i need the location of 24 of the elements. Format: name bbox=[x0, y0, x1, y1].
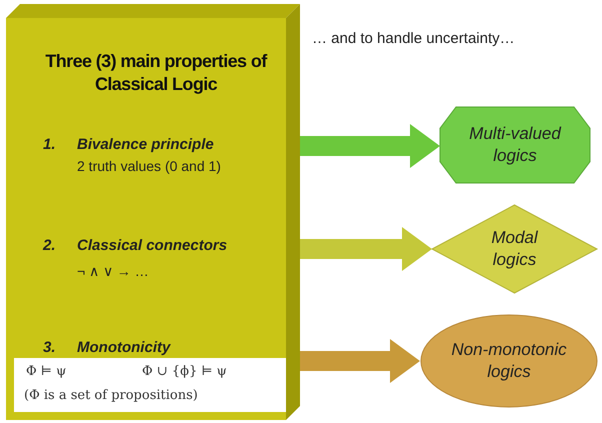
block-arrow bbox=[300, 227, 432, 271]
property-title: Bivalence principle bbox=[77, 136, 214, 153]
block-arrow bbox=[300, 124, 440, 168]
octagon-node bbox=[440, 107, 590, 183]
property-description: 2 truth values (0 and 1) bbox=[77, 158, 221, 174]
formula-note: (Φ is a set of propositions) bbox=[24, 388, 198, 403]
ellipse-node bbox=[420, 314, 598, 408]
list-number: 2. bbox=[43, 237, 56, 254]
note-text: … and to handle uncertainty… bbox=[312, 30, 515, 47]
block-arrow bbox=[300, 339, 420, 383]
property-title: Monotonicity bbox=[77, 339, 170, 356]
list-number: 1. bbox=[43, 136, 56, 153]
decision-diamond bbox=[432, 205, 597, 293]
property-title: Classical connectors bbox=[77, 237, 228, 254]
formula-box bbox=[14, 358, 286, 412]
node-label: Non-monotonic logics bbox=[450, 339, 568, 383]
formula: Φ ⊨ ψ bbox=[26, 364, 66, 379]
formula: Φ ∪ {ϕ} ⊨ ψ bbox=[142, 364, 227, 379]
connector-symbols: ¬ ∧ ∨ → … bbox=[77, 263, 149, 279]
list-number: 3. bbox=[43, 339, 56, 356]
panel-heading: Three (3) main properties of Classical Logic bbox=[44, 50, 268, 96]
property-panel bbox=[6, 4, 300, 420]
node-label: Modal logics bbox=[490, 227, 539, 271]
node-label: Multi-valued logics bbox=[468, 123, 562, 167]
